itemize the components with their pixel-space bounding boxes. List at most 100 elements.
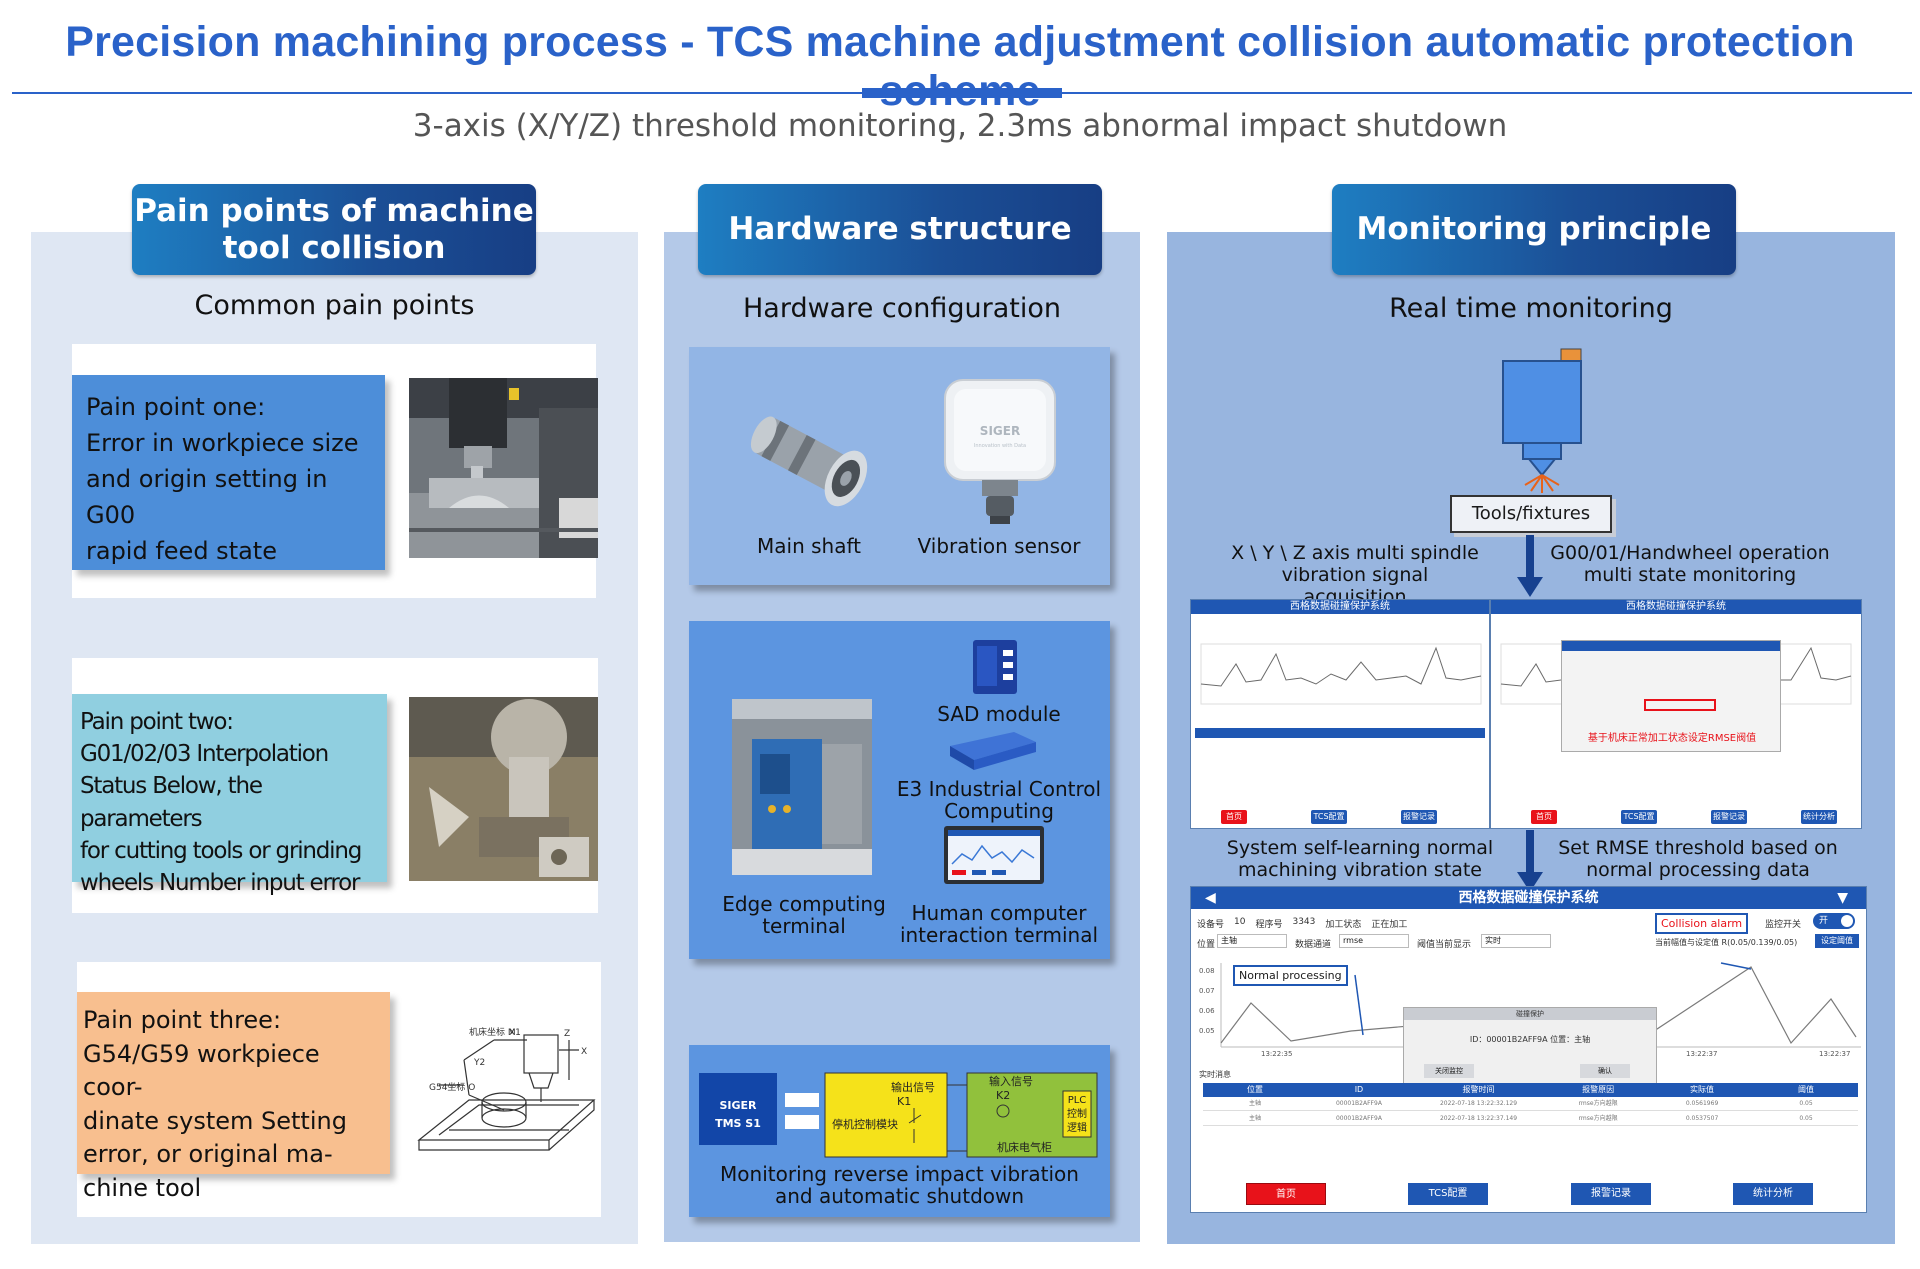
pain-point-two-text: Pain point two: G01/02/03 Interpolation … — [72, 694, 387, 896]
collision-dialog-title: 碰撞保护 — [1404, 1008, 1656, 1020]
sensor-brand-text: SIGER — [980, 424, 1020, 438]
table-header-cell: 报警时间 — [1462, 1085, 1495, 1094]
hardware-card-sensors: Main shaft SIGER Innovation with Data Vi… — [689, 347, 1110, 585]
status-item: 程序号 — [1255, 920, 1283, 930]
table-row[interactable]: 主轴 00001B2AFF9A 2022-07-18 13:22:37.149 … — [1203, 1112, 1858, 1126]
threshold-dialog: 基于机床正常加工状态设定RMSE阀值 — [1561, 640, 1781, 752]
shutdown-caption: Monitoring reverse impact vibration and … — [720, 1162, 1079, 1208]
pain-point-two-title: Pain point two: — [80, 709, 234, 735]
device-line1: SIGER — [719, 1099, 757, 1112]
screen-title-bar: 西格数据碰撞保护系统 — [1191, 600, 1489, 614]
arrow-down-icon — [1517, 535, 1543, 597]
edge-computing-terminal-image — [732, 699, 872, 875]
monitoring-subheading: Real time monitoring — [1389, 293, 1673, 324]
table-cell: 主轴 — [1248, 1100, 1261, 1107]
pain-point-two-line: for cutting tools or grinding — [80, 837, 362, 864]
collision-alarm-badge: Collision alarm — [1655, 913, 1749, 934]
back-arrow-icon[interactable]: ◀ — [1205, 890, 1216, 906]
monitor-toggle[interactable]: 开 — [1813, 913, 1855, 929]
vibration-sensor-image: SIGER Innovation with Data — [944, 379, 1056, 524]
pain-points-subheading: Common pain points — [194, 290, 475, 321]
channel-select[interactable]: rmse — [1339, 934, 1409, 948]
pain-points-heading: Pain points of machine tool collision — [132, 184, 536, 275]
page-title: Precision machining process - TCS machin… — [65, 18, 1855, 115]
status-item: 10 — [1234, 917, 1246, 927]
y-tick: 0.06 — [1199, 1007, 1215, 1015]
vibration-sensor-label: Vibration sensor — [917, 534, 1081, 558]
set-threshold-button[interactable]: 设定阈值 — [1815, 934, 1859, 948]
nav-home-button[interactable]: 首页 — [1246, 1183, 1326, 1205]
pain-point-one-line: and origin setting in G00 — [86, 465, 328, 529]
monitor-screen-main: ◀ 西格数据碰撞保护系统 ▼ 设备号 10 程序号 3343 加工状态 正在加工… — [1190, 886, 1867, 1213]
output-signal-label: 输出信号 — [891, 1080, 935, 1094]
status-item: 设备号 — [1197, 920, 1225, 930]
y-tick: 0.05 — [1199, 1027, 1215, 1035]
e3-label: E3 Industrial Control Computing — [896, 777, 1102, 823]
pain-point-three-text: Pain point three: G54/G59 workpiece coor… — [77, 992, 390, 1202]
table-cell: 2022-07-18 13:22:37.149 — [1439, 1115, 1518, 1122]
main-screen-title: 西格数据碰撞保护系统 — [1458, 890, 1599, 906]
screen-nav-button[interactable]: TCS配置 — [1621, 810, 1657, 824]
main-shaft-image — [750, 416, 868, 507]
table-cell: 2022-07-18 13:22:32.129 — [1439, 1100, 1518, 1107]
table-cell: 00001B2AFF9A — [1335, 1115, 1382, 1122]
pain-point-three-title: Pain point three: — [83, 1006, 282, 1034]
pain-point-one-line: Error in workpiece size — [86, 429, 359, 457]
table-header-cell: ID — [1354, 1085, 1364, 1094]
table-cell: rmse方向越限 — [1578, 1115, 1618, 1122]
table-header-cell: 位置 — [1246, 1085, 1263, 1094]
screen-nav-button[interactable]: 首页 — [1221, 810, 1247, 824]
toggle-knob — [1841, 915, 1853, 927]
screen-nav-button[interactable]: 统计分析 — [1801, 810, 1837, 824]
pain-point-one-text: Pain point one: Error in workpiece size … — [72, 375, 385, 570]
position-label: 位置 — [1197, 940, 1216, 950]
table-row[interactable]: 主轴 00001B2AFF9A 2022-07-18 13:22:32.129 … — [1203, 1097, 1858, 1111]
dialog-cancel-button[interactable]: 关闭监控 — [1424, 1064, 1474, 1078]
pain-point-three-line: chine tool — [83, 1173, 202, 1202]
dialog-ok-button[interactable]: 确认 — [1580, 1064, 1630, 1078]
device-line2: TMS S1 — [715, 1117, 761, 1130]
pain-point-one-line: rapid feed state — [86, 537, 277, 565]
vibration-waveform-left — [1200, 643, 1482, 705]
screen-nav-button[interactable]: 首页 — [1531, 810, 1557, 824]
pain-point-two-line: Status Below, the parameters — [80, 773, 263, 832]
threshold-select[interactable]: 实时 — [1481, 934, 1551, 948]
table-cell: 主轴 — [1248, 1115, 1261, 1122]
page-subtitle: 3-axis (X/Y/Z) threshold monitoring, 2.3… — [412, 108, 1508, 144]
status-item: 加工状态 — [1325, 920, 1362, 930]
sad-module-image — [973, 640, 1017, 694]
dropdown-arrow-icon[interactable]: ▼ — [1837, 890, 1848, 906]
monitoring-heading: Monitoring principle — [1332, 184, 1736, 275]
nav-statistics-button[interactable]: 统计分析 — [1733, 1183, 1813, 1205]
axis-x-label: X — [581, 1047, 587, 1057]
input-signal-label: 输入信号 — [989, 1074, 1033, 1088]
screen-nav-button[interactable]: 报警记录 — [1711, 810, 1747, 824]
table-cell: 00001B2AFF9A — [1335, 1100, 1382, 1107]
collision-dialog-text: ID：00001B2AFF9A 位置：主轴 — [1469, 1035, 1591, 1044]
normal-processing-badge: Normal processing — [1233, 965, 1348, 986]
collision-dialog: 碰撞保护 ID：00001B2AFF9A 位置：主轴 关闭监控 确认 — [1403, 1007, 1657, 1089]
nav-tcs-config-button[interactable]: TCS配置 — [1408, 1183, 1488, 1205]
table-cell: rmse方向越限 — [1578, 1100, 1618, 1107]
screen-nav-button[interactable]: 报警记录 — [1401, 810, 1437, 824]
table-cell: 0.0537507 — [1685, 1115, 1719, 1122]
machine-coord-label: 机床坐标 M — [469, 1026, 516, 1038]
nav-alarm-records-button[interactable]: 报警记录 — [1571, 1183, 1651, 1205]
position-select[interactable]: 主轴 — [1217, 934, 1287, 948]
table-header-cell: 实际值 — [1690, 1085, 1715, 1094]
time-tick: 13:22:37 — [1819, 1050, 1850, 1058]
hardware-heading: Hardware structure — [698, 184, 1102, 275]
table-cell: 0.05 — [1799, 1115, 1813, 1122]
time-tick: 13:22:35 — [1261, 1050, 1292, 1058]
pain-point-one-title: Pain point one: — [86, 393, 266, 421]
rmse-field[interactable] — [1644, 699, 1716, 711]
table-cell: 0.05 — [1799, 1100, 1813, 1107]
screen-nav-button[interactable]: TCS配置 — [1311, 810, 1347, 824]
plc-line: 逻辑 — [1067, 1121, 1087, 1134]
rmse-note: 基于机床正常加工状态设定RMSE阀值 — [1587, 733, 1757, 744]
current-threshold-text: 当前幅值与设定值 R(0.05/0.139/0.05) — [1655, 938, 1798, 947]
hmi-terminal-image — [944, 826, 1044, 884]
k2-label: K2 — [996, 1089, 1010, 1102]
workpiece-coord-label: G54坐标 O — [429, 1081, 475, 1093]
rmse-threshold-label: Set RMSE threshold based on normal proce… — [1558, 837, 1838, 881]
